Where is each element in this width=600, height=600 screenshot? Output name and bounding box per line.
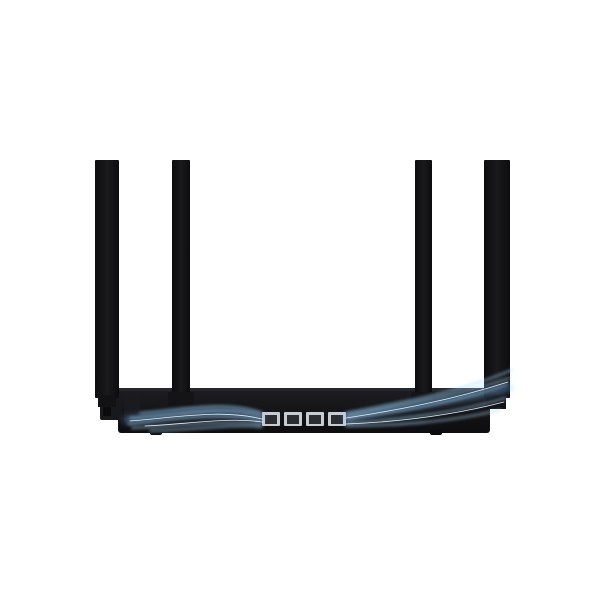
- ethernet-port-2: [284, 412, 302, 426]
- ethernet-port-1: [262, 412, 280, 426]
- signal-streaks: [123, 369, 513, 432]
- antenna-inner-right: [411, 160, 436, 406]
- antenna-inner-left: [168, 160, 194, 406]
- ethernet-ports: [262, 412, 346, 426]
- router-body: [118, 388, 490, 435]
- ethernet-port-3: [306, 412, 324, 426]
- antenna-outer-right: [484, 160, 510, 409]
- antenna-outer-left: [95, 160, 119, 407]
- ethernet-port-4: [328, 412, 346, 426]
